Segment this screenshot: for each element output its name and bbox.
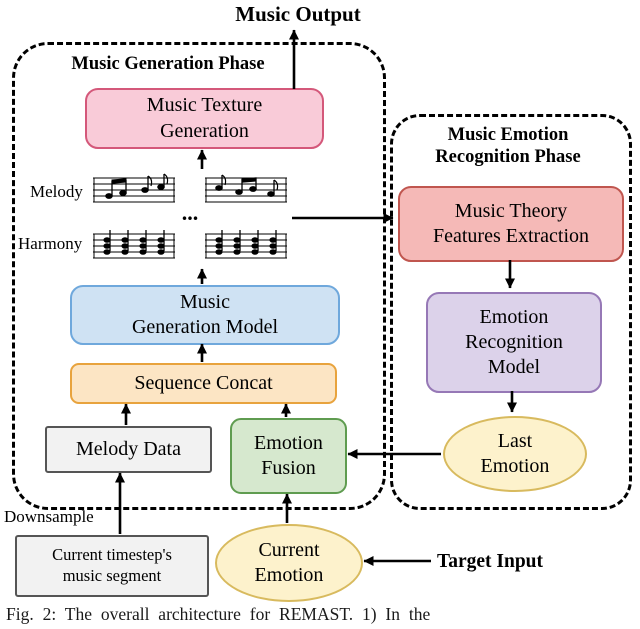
music-output-label: Music Output [235,2,361,26]
melody-data-box: Melody Data [45,426,212,473]
target-input-label: Target Input [437,551,544,572]
figure-caption: Fig. 2: The overall architecture for REM… [6,604,431,624]
last-emotion-ellipse: Last Emotion [443,416,587,492]
emotion-recognition-model-box: Emotion Recognition Model [426,292,602,393]
music-theory-features-extraction-box: Music Theory Features Extraction [398,186,624,262]
recognition-phase-title: Music Emotion Recognition Phase [435,125,581,168]
harmony-chords [103,230,165,255]
music-generation-phase-container [12,42,386,510]
current-timestep-segment-box: Current timestep's music segment [15,535,209,597]
current-emotion-ellipse: Current Emotion [215,524,363,602]
music-texture-generation-box: Music Texture Generation [85,88,324,149]
music-generation-model-box: Music Generation Model [70,285,340,345]
generation-phase-title: Music Generation Phase [71,54,265,74]
melody-label: Melody [30,182,83,201]
melody-notes [215,174,279,197]
melody-notes [105,173,169,199]
music-emotion-recognition-phase-container [390,114,632,510]
score-snippet-1 [93,173,175,259]
downsample-label: Downsample [4,507,94,526]
sequence-concat-box: Sequence Concat [70,363,337,404]
harmony-label: Harmony [18,234,83,253]
emotion-fusion-box: Emotion Fusion [230,418,347,494]
score-snippet-2 [205,174,287,259]
harmony-chords [215,230,277,255]
score-ellipsis: ... [181,200,199,225]
